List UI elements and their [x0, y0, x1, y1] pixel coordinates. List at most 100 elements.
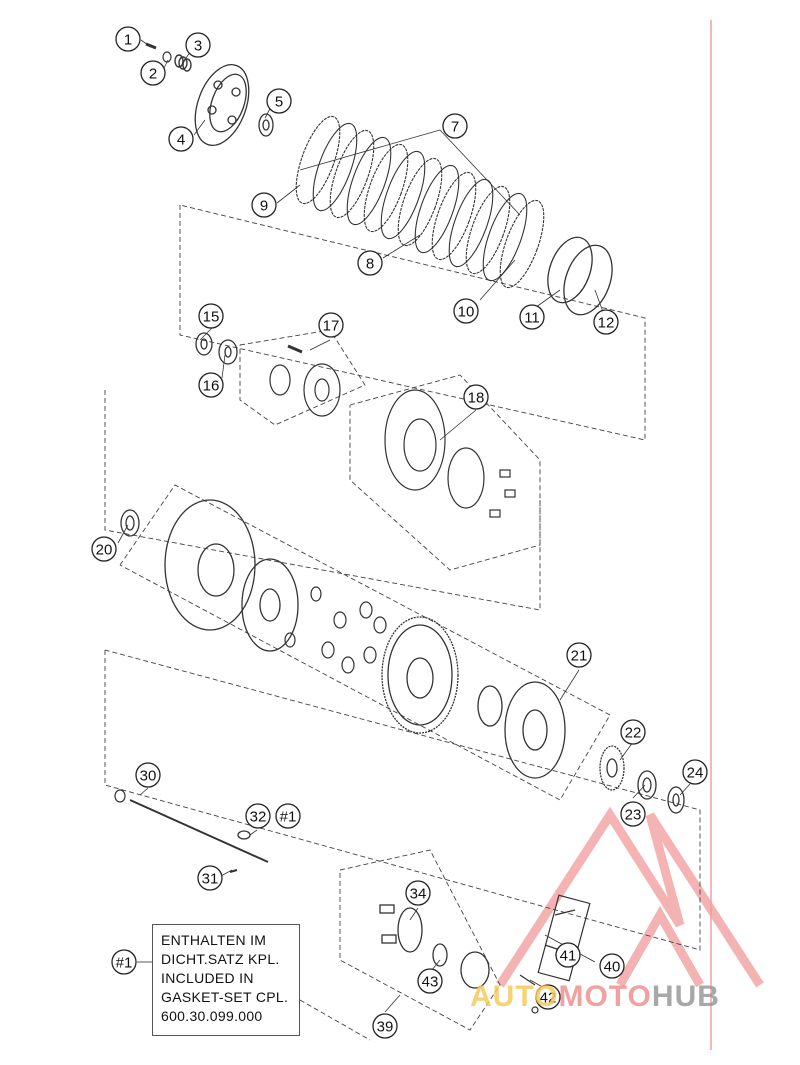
callout-label: 16: [203, 378, 220, 395]
callout-label: 9: [260, 198, 268, 215]
clutch-plate: [329, 129, 375, 219]
callout-label: 32: [250, 809, 267, 826]
callout-c20: 20: [91, 536, 117, 562]
callout-label: 40: [604, 959, 621, 976]
callout-circle: [318, 312, 344, 338]
callout-c1: 1: [115, 26, 141, 52]
callout-circle: [566, 642, 592, 668]
watermark-part-c: HUB: [651, 980, 720, 1013]
callout-label: 10: [458, 304, 475, 321]
spring-part-icon: [174, 54, 192, 72]
callout-c15: 15: [198, 303, 224, 329]
callout-circle: [453, 298, 479, 324]
callout-circle: [251, 192, 277, 218]
callout-label: 21: [571, 648, 588, 665]
note-line-3: INCLUDED IN: [161, 970, 254, 986]
callout-c43: 43: [417, 968, 443, 994]
callout-circle: [463, 384, 489, 410]
callout-c16: 16: [198, 372, 224, 398]
nut-part-icon: [195, 332, 213, 356]
callout-c2: 2: [140, 60, 166, 86]
callout-label: 7: [451, 119, 459, 136]
callout-label: 23: [625, 807, 642, 824]
callout-circle: [135, 762, 161, 788]
callout-label: 24: [687, 765, 704, 782]
retaining-rings-icon: [547, 236, 613, 316]
thrust-washer-icon: [667, 786, 685, 814]
watermark-part-a: AUTO: [470, 980, 559, 1013]
watermark-text: AUTOMOTOHUB: [470, 980, 720, 1014]
callout-circle: [91, 536, 117, 562]
slave-cylinder-icon: [379, 904, 490, 989]
callout-label: 11: [524, 310, 540, 327]
callout-c8: 8: [357, 250, 383, 276]
clutch-plate: [431, 171, 477, 261]
clutch-plate: [397, 157, 443, 247]
note-line-4: GASKET-SET CPL.: [161, 989, 289, 1005]
callout-label: 39: [377, 1019, 394, 1036]
callout-c40: 40: [599, 953, 625, 979]
callout-c41: 41: [555, 942, 581, 968]
callout-label: 18: [468, 390, 485, 407]
note-line-1: ENTHALTEN IM: [161, 932, 267, 948]
callout-circle: [168, 126, 194, 152]
lock-washer-part-icon: [218, 339, 238, 365]
callout-c7: 7: [442, 113, 468, 139]
inner-hub-icon: [384, 389, 516, 518]
clutch-plate: [363, 143, 409, 233]
callout-circle: [593, 309, 619, 335]
callout-circle: [198, 372, 224, 398]
callout-circle: [198, 303, 224, 329]
clutch-plate: [414, 164, 460, 254]
note-line-5: 600.30.099.000: [161, 1008, 263, 1024]
callout-c30: 30: [135, 762, 161, 788]
callout-label: 12: [598, 315, 615, 332]
callout-label: 20: [96, 542, 113, 559]
callout-circle: [111, 949, 137, 975]
callout-c34: 34: [405, 880, 431, 906]
hub-assembly-icon: [269, 344, 341, 417]
callout-circle: [245, 803, 271, 829]
callout-circle: [535, 984, 561, 1010]
callout-c5: 5: [266, 88, 292, 114]
callout-label: 34: [410, 886, 427, 903]
callout-circle: [266, 88, 292, 114]
callout-circle: [682, 759, 708, 785]
callout-circle: [620, 801, 646, 827]
callout-label: #1: [116, 955, 133, 972]
callout-circle: [357, 250, 383, 276]
callout-label: 43: [422, 974, 439, 991]
callout-circle: [620, 719, 646, 745]
primary-gear-icon: [381, 616, 566, 779]
callout-circle: [417, 968, 443, 994]
small-gear-icon: [599, 745, 625, 791]
callout-cnote: #1: [111, 949, 137, 975]
callout-c32n: #1: [275, 803, 301, 829]
clutch-plate: [346, 136, 392, 226]
callout-circle: [442, 113, 468, 139]
o-ring-part-icon: [237, 830, 251, 840]
callout-circle: [555, 942, 581, 968]
callout-c11: 11: [519, 304, 545, 330]
callout-label: 42: [540, 990, 557, 1007]
callout-circle: [115, 26, 141, 52]
callout-label: 15: [203, 309, 220, 326]
callout-c4: 4: [168, 126, 194, 152]
callout-circle: [140, 60, 166, 86]
callout-c23: 23: [620, 801, 646, 827]
callout-circle: [197, 865, 223, 891]
note-line-2: DICHT.SATZ KPL.: [161, 951, 280, 967]
damper-springs-icon: [284, 586, 387, 674]
callout-label: 2: [149, 66, 157, 83]
clutch-plate: [380, 150, 426, 240]
clutch-plate-stack-icon: [295, 115, 545, 289]
callout-c32: 32: [245, 803, 271, 829]
clutch-plate: [482, 192, 528, 282]
callout-label: 4: [177, 132, 185, 149]
callout-c24: 24: [682, 759, 708, 785]
pin-part-icon: [229, 869, 238, 873]
callout-c21: 21: [566, 642, 592, 668]
callout-c17: 17: [318, 312, 344, 338]
